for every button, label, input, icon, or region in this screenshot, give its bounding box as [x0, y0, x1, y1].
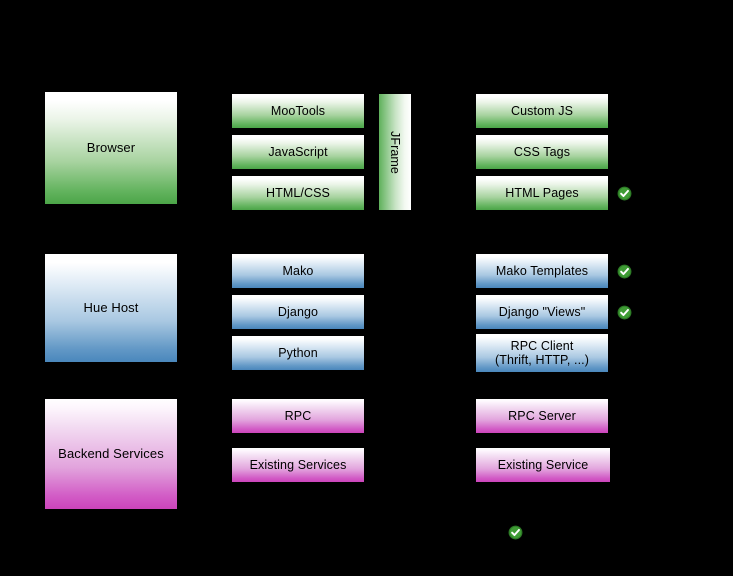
node-middle-mako: Mako	[232, 254, 364, 288]
node-label: MooTools	[270, 103, 326, 118]
node-middle-python: Python	[232, 336, 364, 370]
status-check-icon-django-views	[617, 305, 632, 320]
node-label: Mako Templates	[495, 263, 589, 278]
group-box-backend-services: Backend Services	[45, 399, 177, 509]
node-label: Existing Services	[249, 457, 347, 472]
node-middle-django: Django	[232, 295, 364, 329]
node-right-django-views: Django "Views"	[476, 295, 608, 329]
node-right-html-pages: HTML Pages	[476, 176, 608, 210]
node-right-mako-templates: Mako Templates	[476, 254, 608, 288]
node-label: RPC	[284, 408, 312, 423]
group-box-hue-host: Hue Host	[45, 254, 177, 362]
node-label: CSS Tags	[513, 144, 571, 159]
node-label: Python	[278, 345, 318, 360]
node-right-custom-js: Custom JS	[476, 94, 608, 128]
status-check-icon-mako-templates	[617, 264, 632, 279]
node-label: Django "Views"	[498, 304, 586, 319]
node-label: JavaScript	[268, 144, 328, 159]
node-label: Mako	[282, 263, 314, 278]
node-label: HTML Pages	[505, 185, 579, 200]
node-right-css-tags: CSS Tags	[476, 135, 608, 169]
node-middle-existing-services: Existing Services	[232, 448, 364, 482]
node-jframe: JFrame	[379, 94, 411, 210]
group-box-label: Browser	[86, 139, 136, 155]
node-label: Existing Service	[497, 457, 589, 472]
node-label: HTML/CSS	[265, 185, 330, 200]
group-box-label: Hue Host	[83, 299, 139, 315]
node-label: RPC Server	[508, 408, 576, 423]
node-middle-html-css: HTML/CSS	[232, 176, 364, 210]
group-box-browser: Browser	[45, 92, 177, 204]
node-middle-javascript: JavaScript	[232, 135, 364, 169]
node-label: Django	[277, 304, 319, 319]
legend-check-circle-icon	[508, 525, 523, 540]
node-right-rpc-client-thrift-http: RPC Client (Thrift, HTTP, ...)	[476, 334, 608, 372]
jframe-label: JFrame	[388, 130, 403, 174]
node-label: RPC Client (Thrift, HTTP, ...)	[494, 338, 590, 367]
node-label: Custom JS	[510, 103, 574, 118]
node-middle-mootools: MooTools	[232, 94, 364, 128]
group-box-label: Backend Services	[58, 445, 164, 461]
node-right-rpc-server: RPC Server	[476, 399, 608, 433]
node-right-existing-service: Existing Service	[476, 448, 610, 482]
node-middle-rpc: RPC	[232, 399, 364, 433]
status-check-icon-html-pages	[617, 186, 632, 201]
